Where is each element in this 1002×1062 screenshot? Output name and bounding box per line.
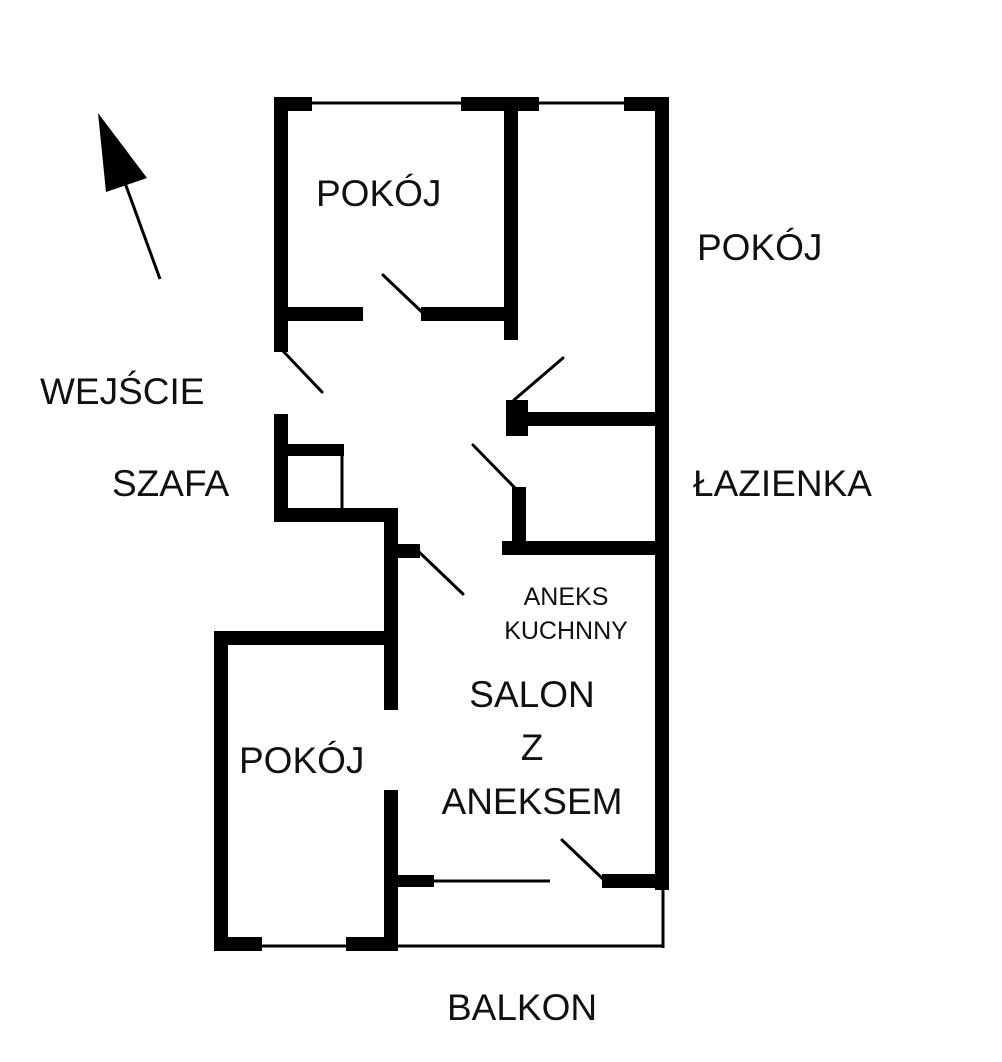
label-room-top: POKÓJ	[316, 173, 441, 214]
label-bathroom: ŁAZIENKA	[693, 463, 872, 504]
label-salon-line3: ANEKSEM	[442, 781, 623, 822]
label-kitchenette-line2: KUCHNNY	[504, 617, 628, 645]
label-room-right: POKÓJ	[697, 227, 822, 268]
walls	[214, 97, 669, 951]
label-kitchenette-line1: ANEKS	[524, 583, 609, 611]
label-balcony: BALKON	[447, 987, 597, 1028]
label-entrance: WEJŚCIE	[40, 370, 204, 412]
window-lines	[262, 101, 665, 948]
label-salon-line1: SALON	[469, 674, 594, 715]
label-salon-line2: Z	[521, 727, 544, 768]
label-room-bottom: POKÓJ	[239, 740, 364, 781]
label-wardrobe: SZAFA	[112, 463, 230, 504]
north-arrow-icon	[98, 113, 162, 280]
door-swings	[280, 273, 606, 882]
